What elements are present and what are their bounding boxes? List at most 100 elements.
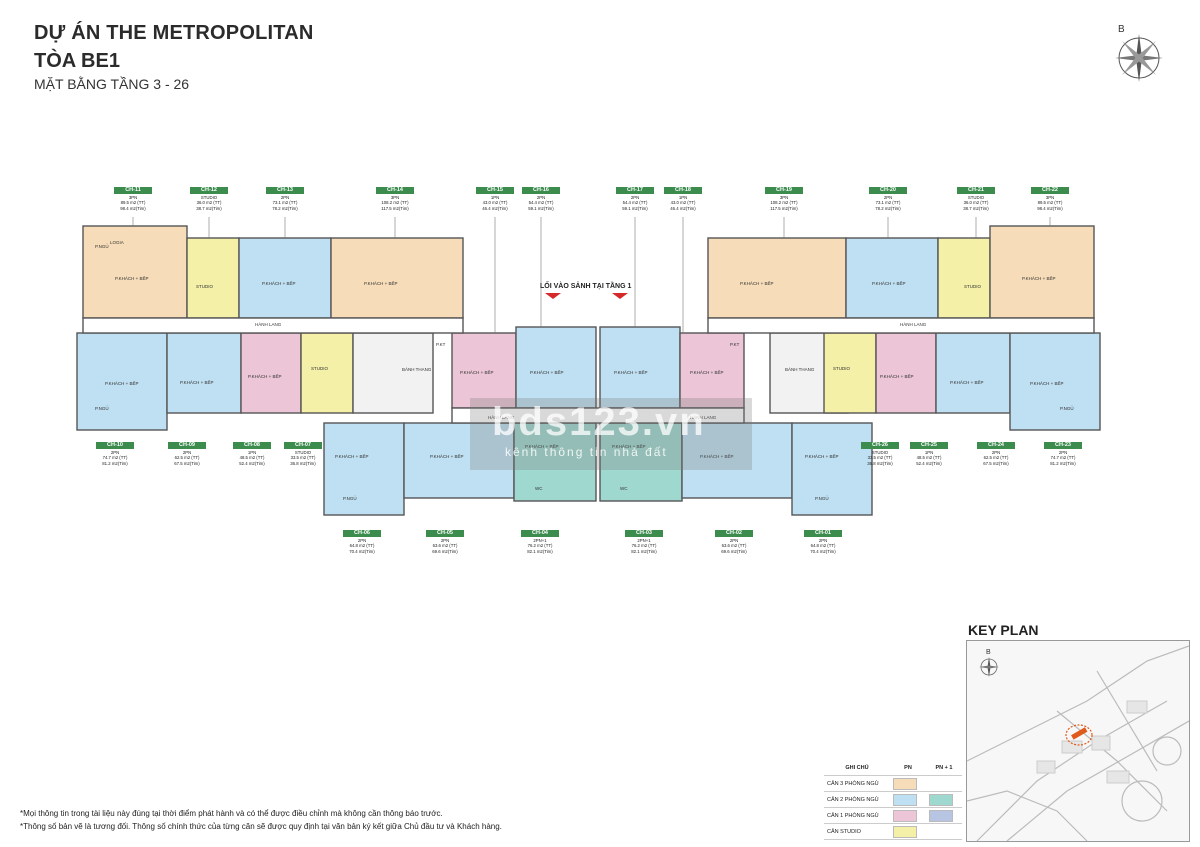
room-label: P.KHÁCH + BẾP xyxy=(612,443,646,449)
room-label: P.KHÁCH + BẾP xyxy=(530,369,564,375)
corridor-label: HÀNH LANG xyxy=(488,414,515,420)
unit-CH-13-area xyxy=(238,237,332,319)
building-highlight xyxy=(1065,724,1093,746)
entry-arrow xyxy=(612,293,628,299)
disclaimer-note-2: *Thông số bản vẽ là tương đối. Thông số … xyxy=(20,822,502,831)
unit-tt: 63.6 m2 (TT) xyxy=(721,543,747,549)
unit-tt: 63.6 m2 (TT) xyxy=(432,543,458,549)
unit-tim: 36.8 m2(Tim) xyxy=(290,460,316,466)
room-label: STUDIO xyxy=(833,366,851,371)
unit-code: CH-13 xyxy=(266,187,304,194)
unit-tt: 73.1 m2 (TT) xyxy=(875,200,901,206)
room-label: WC xyxy=(535,486,543,491)
corridor-top-right xyxy=(707,317,1095,334)
unit-type: STUDIO xyxy=(200,195,218,200)
room-label: P.KHÁCH + BẾP xyxy=(262,280,296,286)
unit-code: CH-05 xyxy=(426,530,464,537)
unit-type: 1PN xyxy=(247,450,257,455)
room-label: WC xyxy=(620,486,628,491)
unit-type: 3PN xyxy=(390,195,400,200)
unit-tim: 78.2 m2(Tim) xyxy=(272,205,298,211)
unit-tim: 70.4 m2(Tim) xyxy=(810,548,836,554)
unit-tt: 89.5 m2 (TT) xyxy=(120,200,146,206)
unit-code: CH-23 xyxy=(1044,442,1082,449)
corridor-center xyxy=(451,407,745,424)
unit-tim: 52.4 m2(Tim) xyxy=(916,460,942,466)
unit-tim: 46.4 m2(Tim) xyxy=(670,205,696,211)
unit-CH-02-area xyxy=(681,422,793,499)
unit-tim: 59.1 m2(Tim) xyxy=(622,205,648,211)
unit-tim: 59.1 m2(Tim) xyxy=(528,205,554,211)
room-label: STUDIO xyxy=(196,284,214,289)
unit-tt: 62.5 m2 (TT) xyxy=(174,455,200,461)
unit-tt: 64.8 m2 (TT) xyxy=(810,543,836,549)
room-label: P.KHÁCH + BẾP xyxy=(950,379,984,385)
stair-label: BÁNH THANG xyxy=(402,366,432,372)
disclaimer-note-1: *Mọi thông tin trong tài liệu này đúng t… xyxy=(20,809,443,818)
unit-CH-01-area xyxy=(791,422,873,516)
unit-tt: 89.5 m2 (TT) xyxy=(1037,200,1063,206)
legend-table: GHI CHÚ PN PN + 1 CĂN 3 PHÒNG NGỦ CĂN 2 … xyxy=(824,760,962,840)
unit-tt: 74.7 m2 (TT) xyxy=(102,455,128,461)
unit-tim: 67.5 m2(Tim) xyxy=(174,460,200,466)
unit-tim: 38.7 m2(Tim) xyxy=(196,205,222,211)
room-label: P.KHÁCH + BẾP xyxy=(105,380,139,386)
unit-code: CH-14 xyxy=(376,187,414,194)
unit-CH-17-area xyxy=(599,326,681,409)
unit-CH-24-area xyxy=(935,332,1011,414)
unit-code: CH-24 xyxy=(977,442,1015,449)
room-label: P.KHÁCH + BẾP xyxy=(525,443,559,449)
unit-type: 1PN xyxy=(678,195,688,200)
room-label: P.KHÁCH + BẾP xyxy=(614,369,648,375)
unit-code: CH-04 xyxy=(521,530,559,537)
unit-code: CH-18 xyxy=(664,187,702,194)
watermark-tagline: kênh thông tin nhà đất xyxy=(505,445,668,459)
unit-CH-19-area xyxy=(707,237,847,319)
unit-type: 2PN xyxy=(991,450,1001,455)
swatch-one-bed-plus xyxy=(929,809,953,822)
unit-CH-12-area xyxy=(186,237,240,319)
unit-tt: 73.1 m2 (TT) xyxy=(272,200,298,206)
unit-CH-20-area xyxy=(845,237,939,319)
unit-code: CH-08 xyxy=(233,442,271,449)
unit-type: 2PN xyxy=(630,195,640,200)
unit-code: CH-21 xyxy=(957,187,995,194)
unit-type: 2PN xyxy=(1058,450,1068,455)
unit-code: CH-09 xyxy=(168,442,206,449)
swatch-two-bed xyxy=(893,793,917,806)
unit-type: 2PN xyxy=(182,450,192,455)
unit-CH-22-area xyxy=(989,225,1095,319)
unit-tt: 74.7 m2 (TT) xyxy=(1050,455,1076,461)
unit-code: CH-01 xyxy=(804,530,842,537)
room-label: STUDIO xyxy=(964,284,982,289)
unit-tim: 117.5 m2(Tim) xyxy=(770,205,798,211)
swatch-one-bed xyxy=(893,809,917,822)
unit-code: CH-11 xyxy=(114,187,152,194)
unit-CH-16-area xyxy=(515,326,597,409)
unit-type: 2PN xyxy=(357,538,367,543)
unit-type: 1PN xyxy=(490,195,500,200)
room-label: P.KHÁCH + BẾP xyxy=(880,373,914,379)
unit-tt: 76.2 m2 (TT) xyxy=(631,543,657,549)
unit-tim: 78.2 m2(Tim) xyxy=(875,205,901,211)
unit-type: 2PN xyxy=(440,538,450,543)
legend-label: CĂN 3 PHÒNG NGỦ xyxy=(824,775,890,792)
unit-code: CH-03 xyxy=(625,530,663,537)
unit-tim: 67.5 m2(Tim) xyxy=(983,460,1009,466)
unit-CH-23-area xyxy=(1009,332,1101,431)
unit-type: 2PN xyxy=(818,538,828,543)
unit-code: CH-16 xyxy=(522,187,560,194)
tower-title: TÒA BE1 xyxy=(34,50,120,72)
